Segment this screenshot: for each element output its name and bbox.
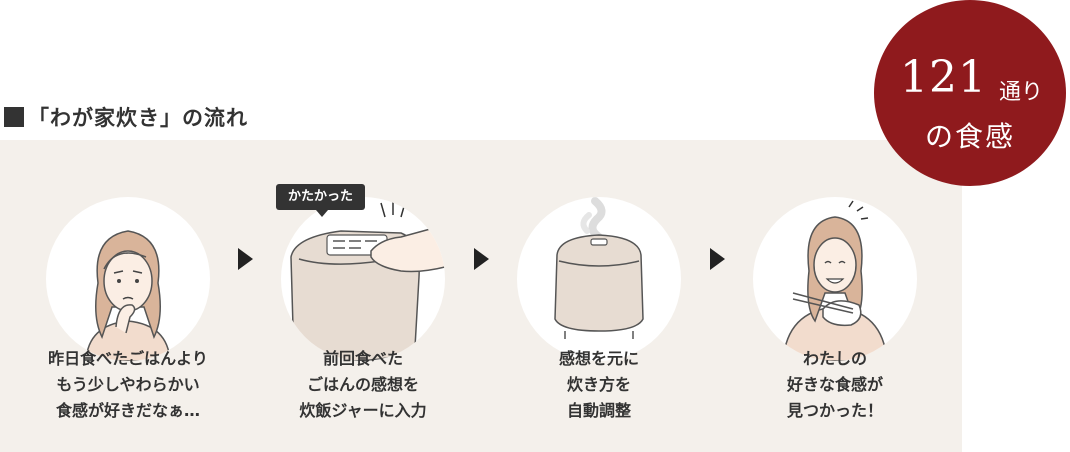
step-4-illustration (753, 197, 917, 361)
arrow-right-icon (710, 248, 725, 270)
step-1-caption: 昨日食べたごはんより もう少しやわらかい 食感が好きだなぁ… (8, 346, 248, 424)
caption-line: ごはんの感想を (306, 375, 419, 394)
badge-line2: の食感 (924, 120, 1015, 153)
step-2-caption: 前回食べた ごはんの感想を 炊飯ジャーに入力 (243, 346, 483, 424)
caption-line: 好きな食感が (786, 375, 883, 394)
caption-line: 炊き方を (566, 375, 631, 394)
caption-line: 感想を元に (558, 349, 639, 368)
happy-woman-eating-icon (782, 200, 888, 361)
section-title-text: 「わが家炊き」の流れ (28, 106, 248, 130)
arrow-right-icon (238, 248, 253, 270)
square-bullet-icon (4, 107, 24, 127)
caption-line: 炊飯ジャーに入力 (299, 401, 427, 420)
caption-line: 自動調整 (566, 401, 631, 420)
arrow-right-icon (474, 248, 489, 270)
steaming-rice-cooker-icon (554, 197, 644, 339)
step-2-illustration (281, 197, 445, 361)
step-3-illustration (517, 197, 681, 361)
section-title: 「わが家炊き」の流れ (4, 102, 248, 132)
caption-line: 前回食べた (322, 349, 403, 368)
caption-line: もう少しやわらかい (56, 375, 200, 394)
thinking-woman-icon (85, 230, 171, 361)
rice-cooker-input-icon (290, 199, 445, 361)
caption-line: 見つかった！ (786, 401, 883, 420)
step-3-caption: 感想を元に 炊き方を 自動調整 (479, 346, 719, 424)
caption-line: わたしの (802, 349, 867, 368)
badge-number: 121 (900, 52, 987, 103)
badge-suffix: 通り (999, 80, 1044, 105)
caption-line: 食感が好きだなぁ… (55, 401, 200, 420)
caption-line: 昨日食べたごはんより (48, 349, 208, 368)
step-1-illustration (46, 197, 210, 361)
texture-count-badge: 121 通り の食感 (874, 0, 1066, 186)
step-4-caption: わたしの 好きな食感が 見つかった！ (715, 346, 955, 424)
input-speech-bubble: かたかった (276, 184, 366, 217)
